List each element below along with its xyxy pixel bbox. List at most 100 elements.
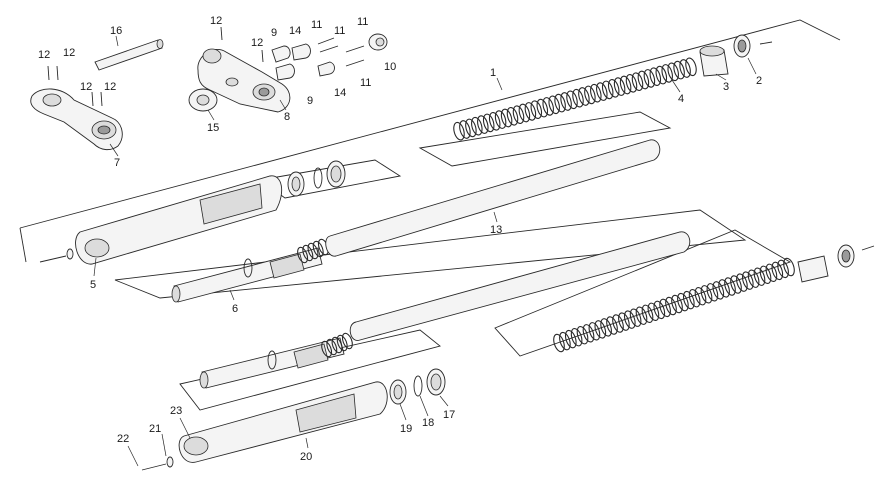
- spring-coil: [601, 80, 614, 100]
- spring-coil: [594, 320, 607, 339]
- spring-coil: [747, 269, 760, 288]
- spring-coil: [488, 111, 501, 131]
- spacer-3: [699, 45, 729, 77]
- spring-4: [453, 57, 697, 141]
- spring-coil: [641, 304, 654, 324]
- spring-coil: [582, 324, 595, 343]
- spring-coil: [341, 332, 353, 350]
- callout-22: 22: [117, 433, 129, 445]
- callout-10: 10: [384, 61, 396, 73]
- spring-coil: [685, 57, 697, 77]
- spring-coil: [759, 265, 772, 285]
- spring-coil: [477, 115, 489, 134]
- spring-coil: [607, 78, 620, 98]
- spring-coil: [677, 292, 689, 312]
- spring-coil: [612, 314, 624, 333]
- spring-coil: [518, 103, 531, 123]
- callout-17: 17: [443, 409, 455, 421]
- callout-3: 3: [723, 81, 729, 93]
- spring-coil: [297, 246, 309, 264]
- spring-coil: [553, 333, 565, 353]
- spring-coil: [700, 285, 713, 304]
- spring-coil: [560, 92, 572, 111]
- spring-coil: [326, 338, 338, 356]
- spring-coil: [724, 277, 736, 296]
- spring-coil: [682, 290, 695, 310]
- spring-coil: [718, 279, 730, 298]
- spring-coil: [564, 329, 577, 349]
- spring-coil: [712, 281, 725, 300]
- spring-coil: [471, 116, 483, 136]
- spring-coil: [619, 75, 632, 95]
- bolts-11: [317, 37, 365, 67]
- spring-coil: [643, 69, 656, 88]
- spring-coil: [506, 106, 519, 126]
- lower-spring-panel: [494, 229, 792, 357]
- screws-12-left: [47, 65, 103, 107]
- callout-14a: 14: [289, 25, 301, 37]
- spring-coil: [321, 340, 333, 358]
- spring-coil: [554, 93, 566, 113]
- callout-9b: 9: [307, 95, 313, 107]
- lower-clamp-7: [30, 88, 123, 151]
- upper-spring-panel: [418, 111, 672, 167]
- callout-12c: 12: [80, 81, 92, 93]
- spring-coil: [673, 60, 685, 80]
- spring-coil: [631, 72, 644, 92]
- callout-12d: 12: [104, 81, 116, 93]
- spring-coil: [741, 271, 754, 290]
- spring-coil: [618, 312, 630, 331]
- spring-coil: [572, 88, 584, 108]
- slider-5: [39, 175, 283, 265]
- spring-coil: [637, 70, 650, 90]
- callout-7: 7: [114, 157, 120, 169]
- spring-coil: [655, 65, 668, 85]
- spring-coil: [536, 98, 549, 118]
- spring-coil: [336, 334, 348, 352]
- spring-coil: [753, 267, 766, 286]
- spring-coil: [500, 108, 513, 128]
- callout-12a: 12: [38, 49, 50, 61]
- spring-coil: [777, 259, 789, 279]
- callout-1: 1: [490, 67, 496, 79]
- assembly-outline: [19, 19, 841, 229]
- spring-coil: [566, 90, 578, 110]
- callout-19: 19: [400, 423, 412, 435]
- spring-coil: [706, 283, 719, 302]
- nut-15: [188, 88, 218, 112]
- spring-coil: [576, 325, 589, 345]
- callout-16: 16: [110, 25, 122, 37]
- slider-20: [141, 381, 388, 471]
- spring-coil: [302, 244, 314, 262]
- spring-lower: [553, 257, 795, 353]
- spring-coil: [465, 118, 477, 138]
- spring-coil: [570, 327, 583, 347]
- spring-coil: [783, 257, 795, 277]
- spring-coil: [494, 110, 507, 129]
- fork-tube-13: [325, 139, 661, 257]
- clamps-9-14: [271, 43, 335, 81]
- spring-coil: [588, 322, 601, 341]
- spring-coil: [671, 294, 683, 314]
- callout-9a: 9: [271, 27, 277, 39]
- callout-21: 21: [149, 423, 161, 435]
- spring-coil: [524, 102, 537, 121]
- callout-labels: 1 2 3 4 5 6 7 8 9 9 10 11 11 11 11 12 12…: [38, 15, 762, 463]
- callout-18: 18: [422, 417, 434, 429]
- spacer-lower: [797, 244, 875, 283]
- shaft-16: [94, 39, 164, 71]
- spring-coil: [578, 87, 590, 106]
- fork-tube-lower: [349, 231, 691, 341]
- spring-coil: [606, 316, 618, 335]
- spring-coil: [765, 263, 778, 283]
- spring-coil: [771, 261, 784, 281]
- spring-coil: [625, 73, 638, 93]
- spring-coil: [559, 331, 571, 351]
- spring-coil: [482, 113, 495, 133]
- spring-coil: [584, 85, 596, 105]
- spring-coil: [530, 100, 543, 120]
- spring-coil: [659, 298, 671, 318]
- screw-12-mid: [261, 49, 264, 63]
